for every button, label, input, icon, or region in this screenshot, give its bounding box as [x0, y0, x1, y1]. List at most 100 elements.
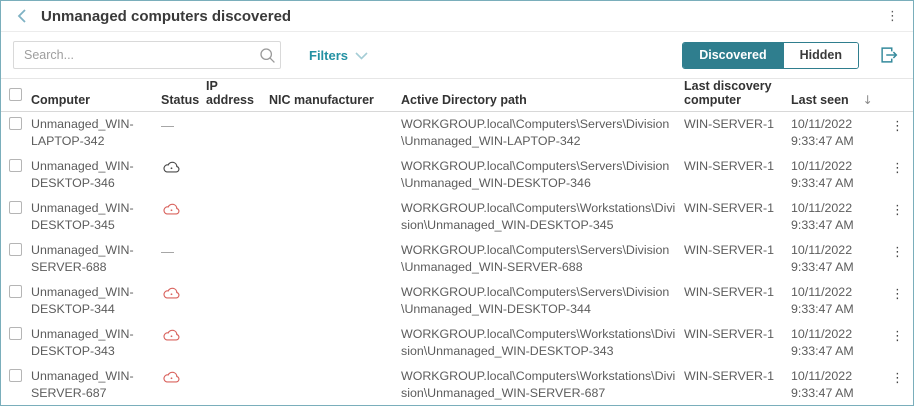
export-icon	[881, 47, 898, 63]
status-cell: —	[161, 112, 206, 135]
back-button[interactable]	[13, 7, 31, 25]
title-bar: Unmanaged computers discovered ⋮	[1, 1, 913, 32]
last-seen: 10/11/2022 9:33:47 AM	[791, 154, 886, 192]
computer-name: Unmanaged_WIN-SERVER-688	[31, 243, 134, 274]
last-seen-time: 9:33:47 AM	[791, 218, 854, 232]
last-discovery-computer: WIN-SERVER-1	[684, 243, 774, 257]
filters-button[interactable]: Filters	[309, 48, 368, 63]
search-input[interactable]	[14, 48, 254, 62]
last-seen-time: 9:33:47 AM	[791, 260, 854, 274]
status-cell: —	[161, 154, 206, 174]
status-cell: —	[161, 238, 206, 261]
ip-address	[206, 280, 269, 284]
last-seen-time: 9:33:47 AM	[791, 302, 854, 316]
column-header-nic-manufacturer[interactable]: NIC manufacturer	[269, 93, 374, 107]
row-checkbox[interactable]	[9, 369, 22, 382]
nic-manufacturer	[269, 322, 401, 326]
row-checkbox[interactable]	[9, 159, 22, 172]
no-status-dash-icon: —	[161, 244, 174, 259]
status-cell: —	[161, 280, 206, 300]
row-checkbox[interactable]	[9, 243, 22, 256]
sort-descending-icon[interactable]: ↓	[862, 93, 873, 107]
table-row: Unmanaged_WIN-DESKTOP-344 — WORKGROUP.lo…	[1, 280, 913, 322]
row-checkbox[interactable]	[9, 327, 22, 340]
ip-address	[206, 154, 269, 158]
last-seen: 10/11/2022 9:33:47 AM	[791, 364, 886, 402]
last-seen-time: 9:33:47 AM	[791, 176, 854, 190]
last-discovery-computer: WIN-SERVER-1	[684, 369, 774, 383]
page-menu-kebab-icon[interactable]: ⋮	[886, 8, 899, 24]
nic-manufacturer	[269, 112, 401, 116]
filters-label: Filters	[309, 47, 349, 63]
last-seen: 10/11/2022 9:33:47 AM	[791, 238, 886, 276]
table-row: Unmanaged_WIN-DESKTOP-346 — WORKGROUP.lo…	[1, 154, 913, 196]
column-header-status[interactable]: Status	[161, 93, 200, 107]
computer-name: Unmanaged_WIN-DESKTOP-343	[31, 327, 134, 358]
row-menu-kebab-icon[interactable]: ⋮	[891, 161, 904, 176]
row-checkbox[interactable]	[9, 201, 22, 214]
last-seen: 10/11/2022 9:33:47 AM	[791, 322, 886, 360]
last-seen: 10/11/2022 9:33:47 AM	[791, 196, 886, 234]
status-cell: —	[161, 196, 206, 216]
column-header-computer[interactable]: Computer	[31, 93, 91, 107]
nic-manufacturer	[269, 154, 401, 158]
status-cell: —	[161, 364, 206, 384]
discovered-toggle-button[interactable]: Discovered	[683, 42, 783, 68]
nic-manufacturer	[269, 364, 401, 368]
cloud-status-icon	[163, 287, 180, 299]
table-header: Computer Status IP address NIC manufactu…	[1, 79, 913, 112]
column-header-last-seen[interactable]: Last seen ↓	[791, 93, 873, 107]
table-row: Unmanaged_WIN-SERVER-687 — WORKGROUP.loc…	[1, 364, 913, 405]
row-checkbox[interactable]	[9, 117, 22, 130]
nic-manufacturer	[269, 280, 401, 284]
nic-manufacturer	[269, 196, 401, 200]
active-directory-path: WORKGROUP.local\Computers\Workstations\D…	[401, 201, 676, 232]
ip-address	[206, 322, 269, 326]
ip-address	[206, 112, 269, 116]
last-seen-date: 10/11/2022	[791, 285, 853, 299]
computer-name: Unmanaged_WIN-LAPTOP-342	[31, 117, 134, 148]
table-row: Unmanaged_WIN-DESKTOP-345 — WORKGROUP.lo…	[1, 196, 913, 238]
search-box	[13, 41, 281, 69]
table-row: Unmanaged_WIN-DESKTOP-343 — WORKGROUP.lo…	[1, 322, 913, 364]
computer-name: Unmanaged_WIN-DESKTOP-345	[31, 201, 134, 232]
ip-address	[206, 196, 269, 200]
nic-manufacturer	[269, 238, 401, 242]
select-all-checkbox[interactable]	[9, 88, 22, 101]
active-directory-path: WORKGROUP.local\Computers\Servers\Divisi…	[401, 117, 670, 148]
last-discovery-computer: WIN-SERVER-1	[684, 201, 774, 215]
ip-address	[206, 238, 269, 242]
toolbar: Filters Discovered Hidden	[1, 32, 913, 79]
computer-name: Unmanaged_WIN-DESKTOP-346	[31, 159, 134, 190]
column-header-last-discovery-computer[interactable]: Last discovery computer	[684, 79, 772, 107]
search-icon[interactable]	[254, 47, 280, 64]
hidden-toggle-button[interactable]: Hidden	[782, 42, 858, 68]
table-row: Unmanaged_WIN-LAPTOP-342 — WORKGROUP.loc…	[1, 112, 913, 154]
cloud-status-icon	[163, 371, 180, 383]
export-button[interactable]	[877, 43, 901, 67]
table-body: Unmanaged_WIN-LAPTOP-342 — WORKGROUP.loc…	[1, 112, 913, 405]
last-seen-time: 9:33:47 AM	[791, 386, 854, 400]
row-menu-kebab-icon[interactable]: ⋮	[891, 119, 904, 134]
row-menu-kebab-icon[interactable]: ⋮	[891, 245, 904, 260]
active-directory-path: WORKGROUP.local\Computers\Servers\Divisi…	[401, 285, 670, 316]
computer-name: Unmanaged_WIN-DESKTOP-344	[31, 285, 134, 316]
row-menu-kebab-icon[interactable]: ⋮	[891, 287, 904, 302]
status-cell: —	[161, 322, 206, 342]
row-menu-kebab-icon[interactable]: ⋮	[891, 329, 904, 344]
active-directory-path: WORKGROUP.local\Computers\Workstations\D…	[401, 369, 676, 400]
last-seen-date: 10/11/2022	[791, 243, 853, 257]
column-header-ip-address[interactable]: IP address	[206, 79, 254, 107]
row-menu-kebab-icon[interactable]: ⋮	[891, 203, 904, 218]
no-status-dash-icon: —	[161, 118, 174, 133]
last-discovery-computer: WIN-SERVER-1	[684, 117, 774, 131]
computer-name: Unmanaged_WIN-SERVER-687	[31, 369, 134, 400]
column-header-ad-path[interactable]: Active Directory path	[401, 93, 527, 107]
last-seen-date: 10/11/2022	[791, 201, 853, 215]
last-seen-date: 10/11/2022	[791, 369, 853, 383]
cloud-status-icon	[163, 203, 180, 215]
view-toggle: Discovered Hidden	[682, 41, 859, 69]
row-checkbox[interactable]	[9, 285, 22, 298]
row-menu-kebab-icon[interactable]: ⋮	[891, 371, 904, 386]
